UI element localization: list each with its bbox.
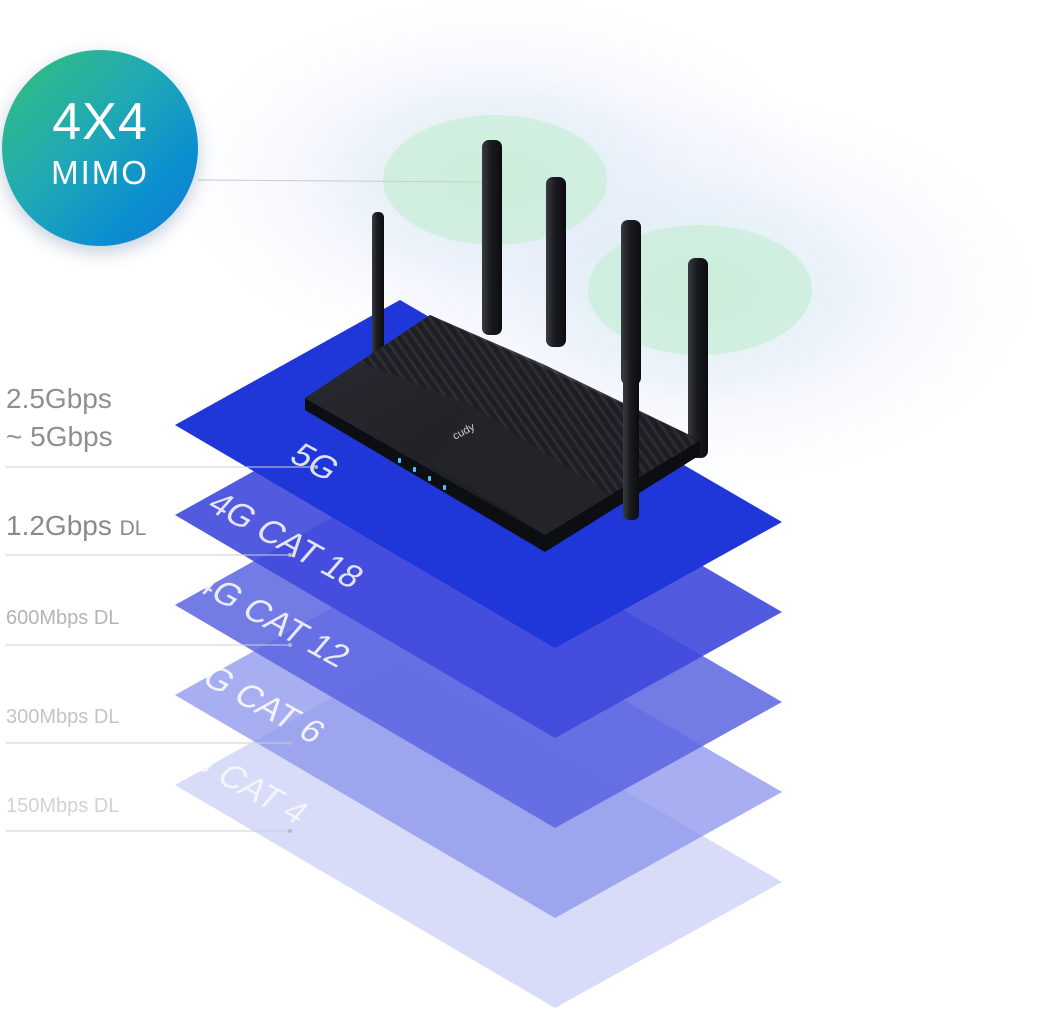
speed-leader-lines — [6, 465, 318, 833]
router: cudy — [305, 140, 708, 552]
router-body-side — [305, 398, 700, 552]
speed-label-cat18: 1.2Gbps DL — [6, 508, 147, 547]
speed-value: 600Mbps — [6, 607, 89, 629]
speed-label-cat12: 600Mbps DL — [6, 606, 119, 630]
speed-unit: DL — [119, 517, 147, 540]
antenna-back-far-right — [688, 258, 708, 458]
speed-unit: DL — [93, 795, 120, 817]
speed-value: 150Mbps — [6, 795, 89, 817]
badge-leader-line — [197, 179, 486, 183]
router-top-stripes-1 — [360, 315, 545, 405]
badge-line-1: 4X4 — [52, 93, 148, 151]
speed-label-5g: 2.5Gbps ~ 5Gbps — [6, 380, 113, 456]
router-top-facet — [430, 405, 610, 535]
speed-unit: DL — [93, 706, 120, 728]
speed-label-cat6: 300Mbps DL — [6, 705, 119, 729]
speed-value-line-2: ~ 5Gbps — [6, 421, 113, 452]
badge-line-2: MIMO — [51, 154, 149, 191]
antenna-back-center — [482, 140, 502, 335]
antenna-back-left — [372, 212, 384, 377]
speed-unit: DL — [93, 607, 120, 629]
router-status-leds — [398, 458, 446, 490]
antenna-back-right — [621, 220, 641, 385]
speed-value-line-1: 2.5Gbps — [6, 383, 112, 414]
antenna-back-mid — [546, 177, 566, 347]
antenna-front — [623, 358, 639, 520]
speed-value: 1.2Gbps — [6, 510, 112, 541]
mimo-badge: 4X4 MIMO — [2, 50, 198, 246]
router-top-stripes-2 — [470, 365, 700, 495]
speed-value: 300Mbps — [6, 706, 89, 728]
speed-label-cat4: 150Mbps DL — [6, 794, 119, 818]
